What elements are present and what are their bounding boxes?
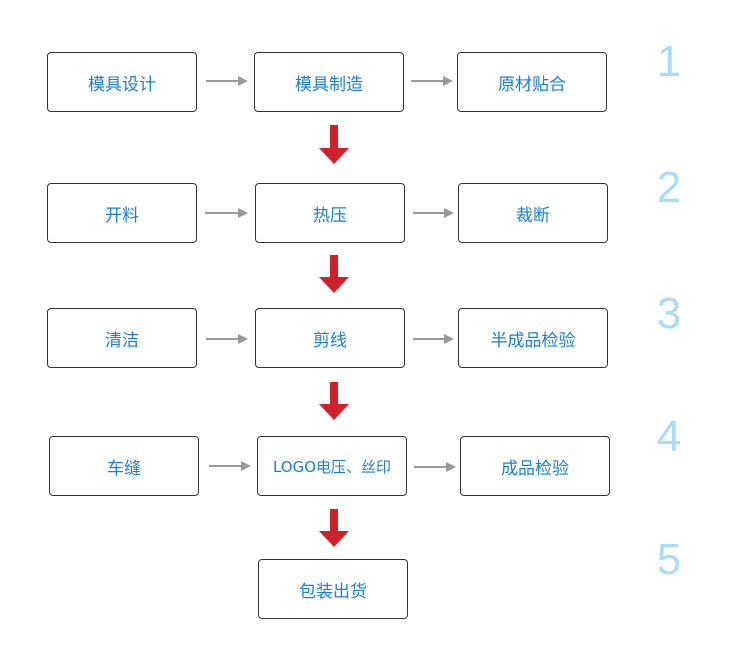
down-arrow-3: [319, 382, 349, 420]
process-box: 车缝: [49, 436, 199, 496]
process-box: 包装出货: [258, 559, 408, 619]
process-box: 模具设计: [47, 52, 197, 112]
process-box: 原材贴合: [457, 52, 607, 112]
process-box: 热压: [255, 183, 405, 243]
down-arrow-2: [319, 255, 349, 293]
step-number: 4: [656, 412, 682, 461]
process-box: 剪线: [255, 308, 405, 368]
process-box: 模具制造: [254, 52, 404, 112]
step-number: 5: [656, 535, 682, 584]
step-number: 3: [656, 289, 682, 338]
down-arrow-4: [319, 509, 349, 547]
step-number: 1: [656, 37, 682, 86]
step-number: 2: [656, 163, 682, 212]
process-box: 半成品检验: [458, 308, 608, 368]
process-box: 成品检验: [460, 436, 610, 496]
process-box: 开料: [47, 183, 197, 243]
process-box: 清洁: [47, 308, 197, 368]
process-box: 裁断: [458, 183, 608, 243]
down-arrow-1: [319, 125, 349, 164]
process-box: LOGO电压、丝印: [257, 436, 407, 496]
